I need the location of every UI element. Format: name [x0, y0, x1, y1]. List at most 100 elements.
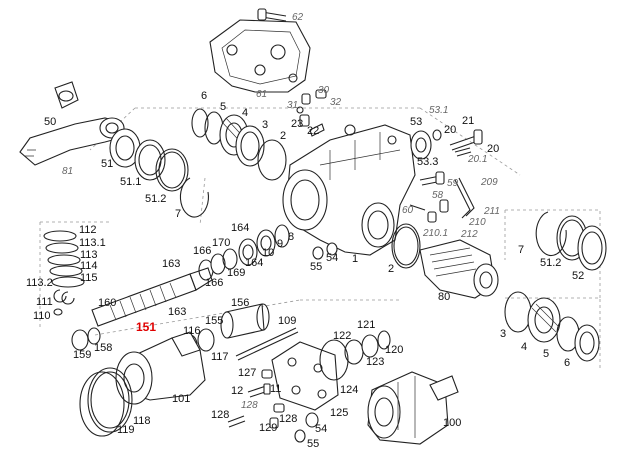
part-label-p2b[interactable]: 2	[388, 263, 394, 275]
part-label-p62[interactable]: 62	[292, 12, 304, 23]
part-label-p212[interactable]: 212	[460, 229, 478, 240]
part-label-p163a[interactable]: 163	[162, 258, 180, 270]
part-label-p166b[interactable]: 166	[205, 277, 223, 289]
part-50-pitman-arm[interactable]	[19, 81, 125, 166]
part-label-p21[interactable]: 21	[462, 115, 474, 127]
part-label-p122[interactable]: 122	[333, 330, 351, 342]
part-label-p59[interactable]: 59	[447, 178, 459, 189]
part-label-p22[interactable]: 22	[307, 125, 319, 137]
part-label-p20b[interactable]: 20	[487, 143, 499, 155]
part-101-cylinder[interactable]	[79, 331, 206, 437]
part-label-p109[interactable]: 109	[278, 315, 296, 327]
part-124-valve-plate[interactable]	[271, 330, 391, 411]
part-label-p58[interactable]: 58	[432, 190, 444, 201]
part-label-p156[interactable]: 156	[231, 297, 249, 309]
bearing-group-top[interactable]	[191, 108, 287, 181]
part-label-p533[interactable]: 53.3	[417, 156, 438, 168]
part-label-p118[interactable]: 118	[133, 415, 151, 427]
part-label-p201[interactable]: 20.1	[467, 154, 487, 165]
part-label-p50[interactable]: 50	[44, 116, 56, 128]
part-label-p23[interactable]: 23	[291, 118, 303, 130]
part-label-p3b[interactable]: 3	[500, 328, 506, 340]
part-label-p7b[interactable]: 7	[518, 244, 524, 256]
part-label-p20a[interactable]: 20	[444, 124, 456, 136]
part-label-p11[interactable]: 11	[270, 383, 281, 395]
part-label-p125[interactable]: 125	[330, 407, 348, 419]
part-label-p115[interactable]: 115	[80, 272, 98, 284]
part-label-p10[interactable]: 10	[262, 247, 274, 259]
part-label-p117[interactable]: 117	[211, 351, 229, 363]
part-label-p6b[interactable]: 6	[564, 357, 570, 369]
part-label-p9[interactable]: 9	[277, 238, 283, 250]
part-label-p8[interactable]: 8	[288, 231, 294, 243]
part-label-p123[interactable]: 123	[366, 356, 384, 368]
part-label-p112[interactable]: 112	[79, 224, 97, 236]
part-label-p100[interactable]: 100	[443, 417, 461, 429]
part-label-p1131[interactable]: 113.1	[79, 237, 106, 249]
part-label-p164b[interactable]: 164	[245, 257, 263, 269]
part-label-p163b[interactable]: 163	[168, 306, 186, 318]
part-label-p158[interactable]: 158	[94, 342, 112, 354]
part-label-p55a[interactable]: 55	[310, 261, 322, 273]
part-label-p5b[interactable]: 5	[543, 348, 549, 360]
part-label-p128c[interactable]: 128	[279, 413, 297, 425]
part-label-p101[interactable]: 101	[172, 393, 190, 405]
part-62-screw[interactable]	[257, 8, 287, 22]
part-label-p170[interactable]: 170	[212, 237, 230, 249]
part-label-p121[interactable]: 121	[357, 319, 375, 331]
part-109-rod[interactable]	[235, 327, 299, 361]
part-label-p512b[interactable]: 51.2	[540, 257, 561, 269]
part-100-valve-body[interactable]	[367, 371, 459, 445]
part-label-p4b[interactable]: 4	[521, 341, 527, 353]
part-label-p55b[interactable]: 55	[307, 438, 319, 450]
part-label-p5a[interactable]: 5	[220, 101, 226, 113]
seal-group-middle[interactable]	[198, 224, 338, 281]
part-label-p110[interactable]: 110	[33, 310, 51, 322]
part-label-p511[interactable]: 51.1	[120, 176, 141, 188]
part-label-p114[interactable]: 114	[80, 260, 98, 272]
part-label-p32[interactable]: 32	[330, 97, 342, 108]
part-label-p3a[interactable]: 3	[262, 119, 268, 131]
part-1-steering-housing[interactable]	[282, 124, 416, 256]
part-label-p4a[interactable]: 4	[242, 107, 248, 119]
part-label-p51[interactable]: 51	[101, 158, 113, 170]
part-label-p151[interactable]: 151	[136, 320, 156, 334]
part-label-p209[interactable]: 209	[480, 177, 498, 188]
part-80-sector-shaft[interactable]	[419, 239, 499, 299]
part-label-p210[interactable]: 210	[468, 217, 486, 228]
part-label-p60[interactable]: 60	[402, 205, 414, 216]
part-label-p111[interactable]: 111	[36, 296, 53, 308]
part-label-p120[interactable]: 120	[385, 344, 403, 356]
part-label-p169[interactable]: 169	[227, 267, 245, 279]
part-label-p211[interactable]: 211	[483, 206, 500, 217]
part-label-p155[interactable]: 155	[205, 315, 223, 327]
seal-group-right[interactable]	[535, 211, 607, 271]
bearing-group-right[interactable]	[504, 291, 600, 362]
part-label-p1132[interactable]: 113.2	[26, 277, 53, 289]
part-label-p2101[interactable]: 210.1	[422, 228, 448, 239]
small-fittings-bottom[interactable]	[227, 369, 319, 443]
part-label-p166a[interactable]: 166	[193, 245, 211, 257]
part-label-p124[interactable]: 124	[340, 384, 358, 396]
part-label-p119[interactable]: 119	[117, 424, 135, 436]
part-label-p7a[interactable]: 7	[175, 208, 181, 220]
part-label-p2a[interactable]: 2	[280, 130, 286, 142]
part-label-p113[interactable]: 113	[80, 249, 98, 261]
part-label-p54b[interactable]: 54	[315, 423, 327, 435]
part-label-p80[interactable]: 80	[438, 291, 450, 303]
part-label-p116[interactable]: 116	[183, 325, 201, 337]
part-label-p31[interactable]: 31	[287, 100, 298, 111]
seal-group-right-top[interactable]	[410, 129, 483, 160]
small-fittings-top[interactable]	[296, 89, 327, 137]
part-label-p52[interactable]: 52	[572, 270, 584, 282]
part-151-worm-screw[interactable]	[71, 267, 213, 351]
ring-stack-112-115[interactable]	[43, 230, 85, 316]
part-label-p127[interactable]: 127	[238, 367, 256, 379]
part-label-p128b[interactable]: 128	[211, 409, 229, 421]
part-label-p12[interactable]: 12	[231, 385, 243, 397]
part-label-p30[interactable]: 30	[318, 85, 330, 96]
part-label-p128a[interactable]: 128	[241, 400, 258, 411]
part-label-p1[interactable]: 1	[352, 253, 358, 265]
part-61-bracket[interactable]	[209, 19, 311, 93]
part-label-p512[interactable]: 51.2	[145, 193, 166, 205]
